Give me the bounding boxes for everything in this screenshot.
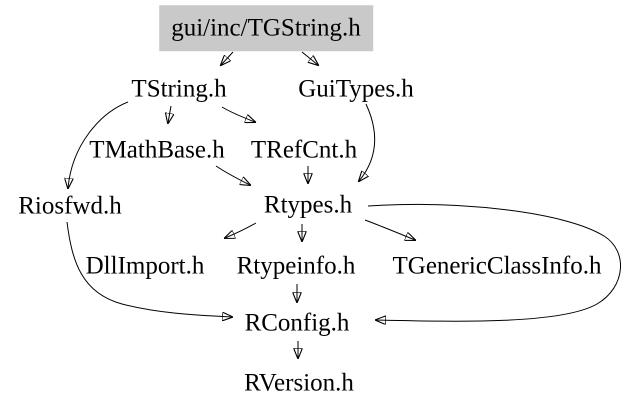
edge-riosfwd-rconfig <box>66 221 232 317</box>
edge-tgstring-guitypes <box>301 51 318 65</box>
edge-tmathbase-rtypes <box>215 165 250 185</box>
edge-tstring-riosfwd <box>68 101 129 188</box>
node-tmathbase-h[interactable]: TMathBase.h <box>89 136 225 164</box>
node-riosfwd-h[interactable]: Riosfwd.h <box>18 192 122 220</box>
node-gui-inc-tgstring-h: gui/inc/TGString.h <box>159 5 373 51</box>
node-tgenericclassinfo-h[interactable]: TGenericClassInfo.h <box>392 252 602 280</box>
node-rtypes-h[interactable]: Rtypes.h <box>263 191 353 219</box>
edge-tstring-tmathbase <box>168 105 171 123</box>
edge-rtypes-dllimport <box>225 222 257 238</box>
edge-tstring-trefcnt <box>221 106 255 122</box>
node-rconfig-h[interactable]: RConfig.h <box>244 309 350 337</box>
node-guitypes-h[interactable]: GuiTypes.h <box>298 75 414 103</box>
node-dllimport-h[interactable]: DllImport.h <box>85 252 205 280</box>
node-tstring-h[interactable]: TString.h <box>131 75 227 103</box>
edge-tgstring-tstring <box>221 51 234 65</box>
edge-rtypes-rconfig <box>367 203 621 321</box>
node-trefcnt-h[interactable]: TRefCnt.h <box>250 136 358 164</box>
node-rtypeinfo-h[interactable]: Rtypeinfo.h <box>236 252 356 280</box>
edge-guitypes-rtypes <box>359 103 376 181</box>
node-rversion-h[interactable]: RVersion.h <box>244 369 354 397</box>
edge-rtypes-tgenericclassinfo <box>364 219 415 240</box>
